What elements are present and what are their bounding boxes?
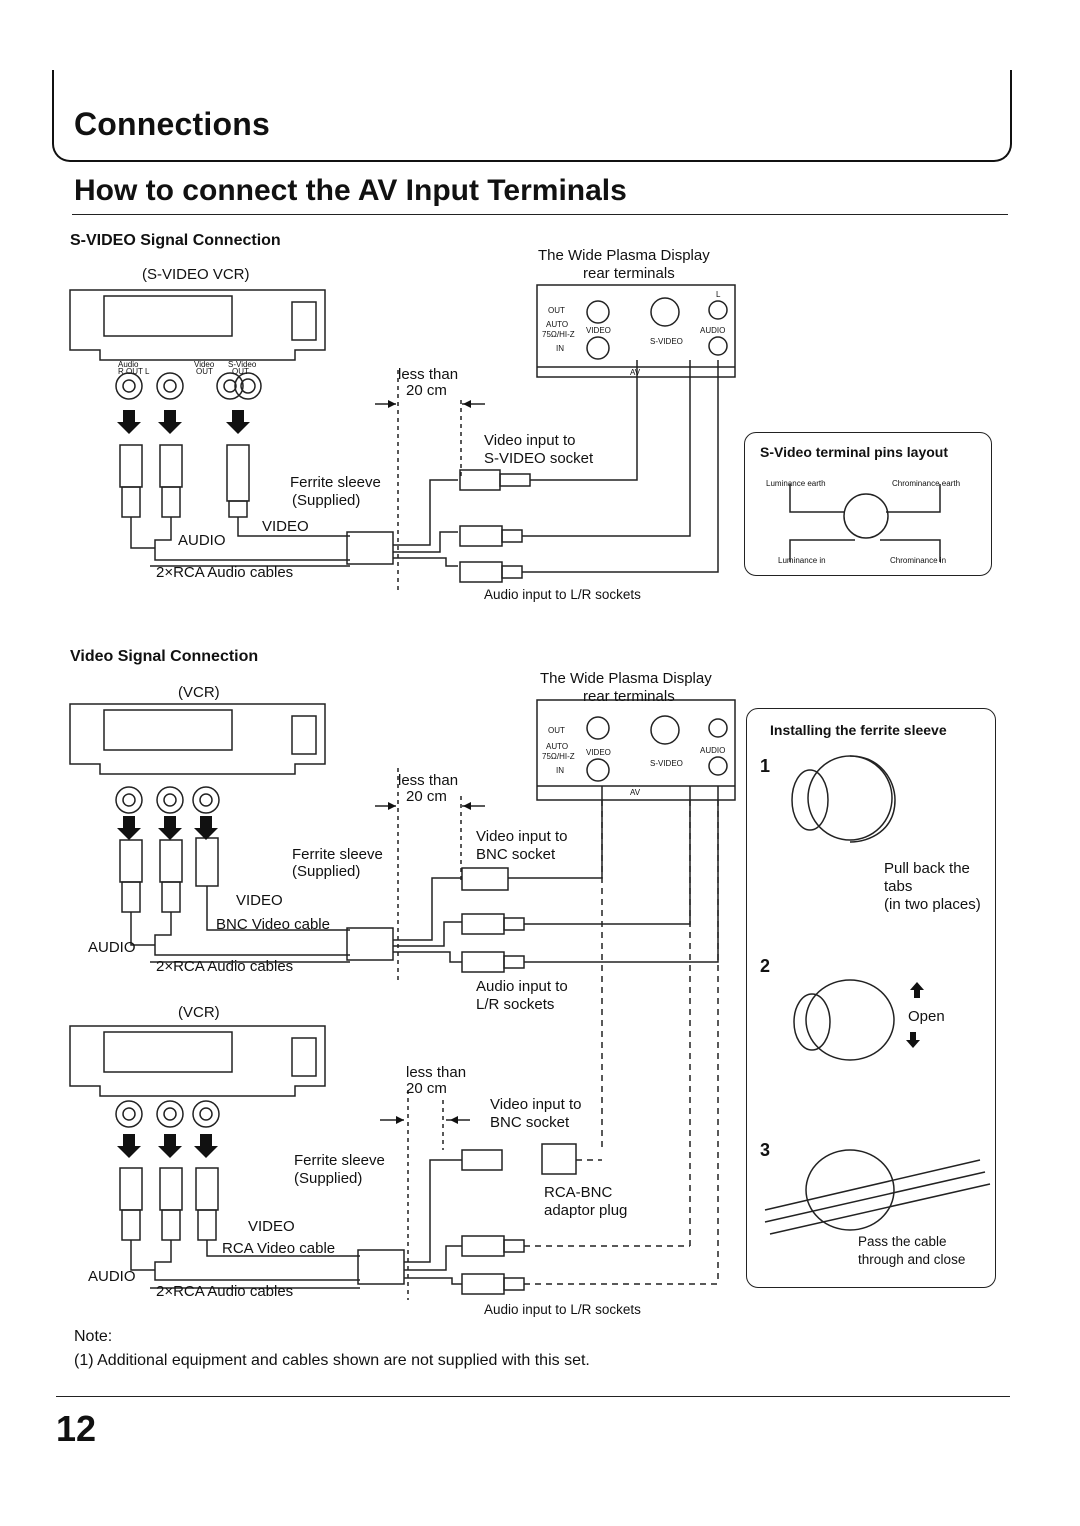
note-text: (1) Additional equipment and cables show… [74, 1352, 590, 1369]
step-1-text-2: tabs [884, 878, 913, 895]
ferrite-label: Ferrite sleeve [292, 846, 383, 863]
video-input-label-2: S-VIDEO socket [484, 450, 594, 467]
distance-label: 20 cm [406, 1080, 447, 1097]
audio-input-label: Audio input to [476, 978, 568, 995]
pin-luminance-earth: Luminance earth [766, 479, 826, 488]
audio-input-label-2: L/R sockets [476, 996, 555, 1013]
vcr-out-audio: R OUT L [118, 367, 150, 376]
section-title: Connections [74, 106, 270, 142]
vcr-jack-audio-label: Audio [118, 360, 139, 369]
step-1-text: Pull back the [884, 860, 970, 877]
terminal-auto-label: AUTO [546, 320, 569, 329]
video-cable-label: VIDEO [236, 892, 283, 909]
video-cable-label: VIDEO [248, 1218, 295, 1235]
vcr-jack-video-label: Video [194, 360, 215, 369]
less-than-label: less than [398, 366, 459, 383]
vcr-jack-svideo-label: S-Video [228, 360, 257, 369]
note-label: Note: [74, 1328, 113, 1345]
terminal-svideo-label: S-VIDEO [650, 337, 683, 346]
adaptor-plug-label: adaptor plug [544, 1202, 628, 1219]
terminal-av-label: AV [630, 788, 641, 797]
less-than-label: less than [398, 772, 459, 789]
terminal-ohm-label: 75Ω/HI-Z [542, 752, 575, 761]
terminal-in-label: IN [556, 344, 564, 353]
display-label-2: rear terminals [583, 265, 675, 282]
step-3-text-2: through and close [858, 1252, 966, 1267]
ferrite-label: Ferrite sleeve [290, 474, 381, 491]
video-input-label: Video input to [484, 432, 576, 449]
step-2-number: 2 [760, 956, 771, 976]
step-3-text: Pass the cable [858, 1234, 947, 1249]
video-heading: Video Signal Connection [70, 648, 259, 665]
ferrite-install-title: Installing the ferrite sleeve [770, 722, 947, 738]
pins-layout-box [744, 432, 992, 576]
step-1-text-3: (in two places) [884, 896, 981, 913]
terminal-audio-label: AUDIO [700, 326, 726, 335]
pins-layout-title: S-Video terminal pins layout [760, 444, 949, 460]
terminal-out-label: OUT [548, 726, 565, 735]
display-label: The Wide Plasma Display [538, 247, 710, 264]
title-underline [72, 214, 1008, 215]
audio-cable-label: AUDIO [88, 1268, 136, 1285]
audio-input-label: Audio input to L/R sockets [484, 1302, 641, 1317]
ferrite-install-box [746, 708, 996, 1288]
bnc-cable-label: BNC Video cable [216, 916, 330, 933]
svideo-vcr-label: (S-VIDEO VCR) [142, 266, 250, 283]
ferrite-supplied-label: (Supplied) [292, 863, 361, 880]
terminal-out-label: OUT [548, 306, 565, 315]
svideo-heading: S-VIDEO Signal Connection [70, 232, 281, 249]
rca-cables-label: 2×RCA Audio cables [156, 564, 294, 581]
video-input-label: Video input to [490, 1096, 582, 1113]
ferrite-supplied-label: (Supplied) [292, 492, 361, 509]
pin-luminance-in: Luminance in [778, 556, 826, 565]
vcr-out-video: OUT [196, 367, 213, 376]
rca-vcr-label: (VCR) [178, 1004, 220, 1021]
terminal-l-label: L [716, 290, 721, 299]
terminal-ohm-label: 75Ω/HI-Z [542, 330, 575, 339]
audio-input-label: Audio input to L/R sockets [484, 587, 641, 602]
display-label-2: rear terminals [583, 688, 675, 705]
terminal-av-label: AV [630, 368, 641, 377]
less-than-label: less than [406, 1064, 467, 1081]
page-title: How to connect the AV Input Terminals [74, 174, 627, 207]
step-1-number: 1 [760, 756, 771, 776]
page-number: 12 [56, 1408, 97, 1449]
step-3-number: 3 [760, 1140, 771, 1160]
video-input-label-2: BNC socket [476, 846, 556, 863]
footer-rule [56, 1396, 1010, 1397]
terminal-video-label: VIDEO [586, 326, 611, 335]
terminal-auto-label: AUTO [546, 742, 569, 751]
audio-cable-label: AUDIO [178, 532, 226, 549]
terminal-video-label: VIDEO [586, 748, 611, 757]
adaptor-label: RCA-BNC [544, 1184, 613, 1201]
terminal-in-label: IN [556, 766, 564, 775]
distance-label: 20 cm [406, 382, 447, 399]
video-input-label-2: BNC socket [490, 1114, 570, 1131]
step-2-text: Open [908, 1008, 945, 1025]
rca-video-cable-label: RCA Video cable [222, 1240, 336, 1257]
rca-cables-label: 2×RCA Audio cables [156, 1283, 294, 1300]
pin-chrominance-in: Chrominance in [890, 556, 947, 565]
video-vcr-label: (VCR) [178, 684, 220, 701]
distance-label: 20 cm [406, 788, 447, 805]
display-label: The Wide Plasma Display [540, 670, 712, 687]
terminal-svideo-label: S-VIDEO [650, 759, 683, 768]
audio-cable-label: AUDIO [88, 939, 136, 956]
rca-cables-label: 2×RCA Audio cables [156, 958, 294, 975]
pin-chrominance-earth: Chrominance earth [892, 479, 961, 488]
ferrite-supplied-label: (Supplied) [294, 1170, 363, 1187]
video-cable-label: VIDEO [262, 518, 309, 535]
terminal-audio-label: AUDIO [700, 746, 726, 755]
vcr-out-svideo: OUT [232, 367, 249, 376]
ferrite-label: Ferrite sleeve [294, 1152, 385, 1169]
header-frame [52, 70, 1012, 162]
video-input-label: Video input to [476, 828, 568, 845]
